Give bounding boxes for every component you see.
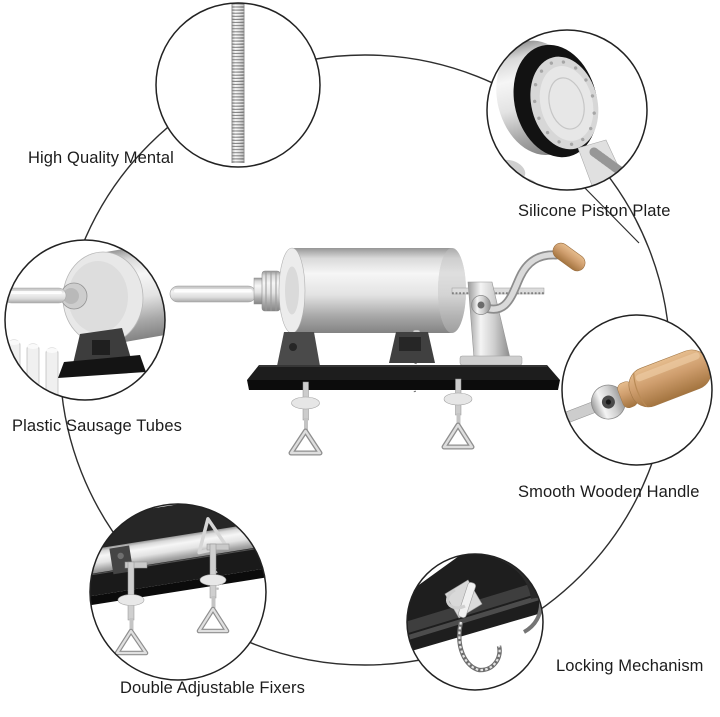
sausage-stuffer-illustration — [169, 242, 586, 456]
wooden-handle-illustration — [562, 349, 712, 430]
callout-high-quality-metal — [155, 2, 321, 168]
callout-locking-mechanism — [406, 553, 544, 691]
callout-plastic-sausage-tubes — [4, 239, 166, 401]
threaded-rod-illustration — [231, 3, 245, 163]
callout-smooth-wooden-handle — [561, 314, 713, 466]
label-silicone-piston-plate: Silicone Piston Plate — [518, 202, 671, 220]
callout-silicone-piston-plate — [486, 29, 648, 191]
label-plastic-sausage-tubes: Plastic Sausage Tubes — [12, 417, 182, 435]
piston-plate-leader-line — [579, 182, 640, 244]
label-locking-mechanism: Locking Mechanism — [556, 657, 704, 675]
callout-double-adjustable-fixers — [89, 503, 267, 681]
label-high-quality-metal: High Quality Mental — [28, 149, 174, 167]
label-double-adjustable-fixers: Double Adjustable Fixers — [120, 679, 305, 697]
label-smooth-wooden-handle: Smooth Wooden Handle — [518, 483, 700, 501]
table-clamps-illustration — [90, 504, 266, 656]
